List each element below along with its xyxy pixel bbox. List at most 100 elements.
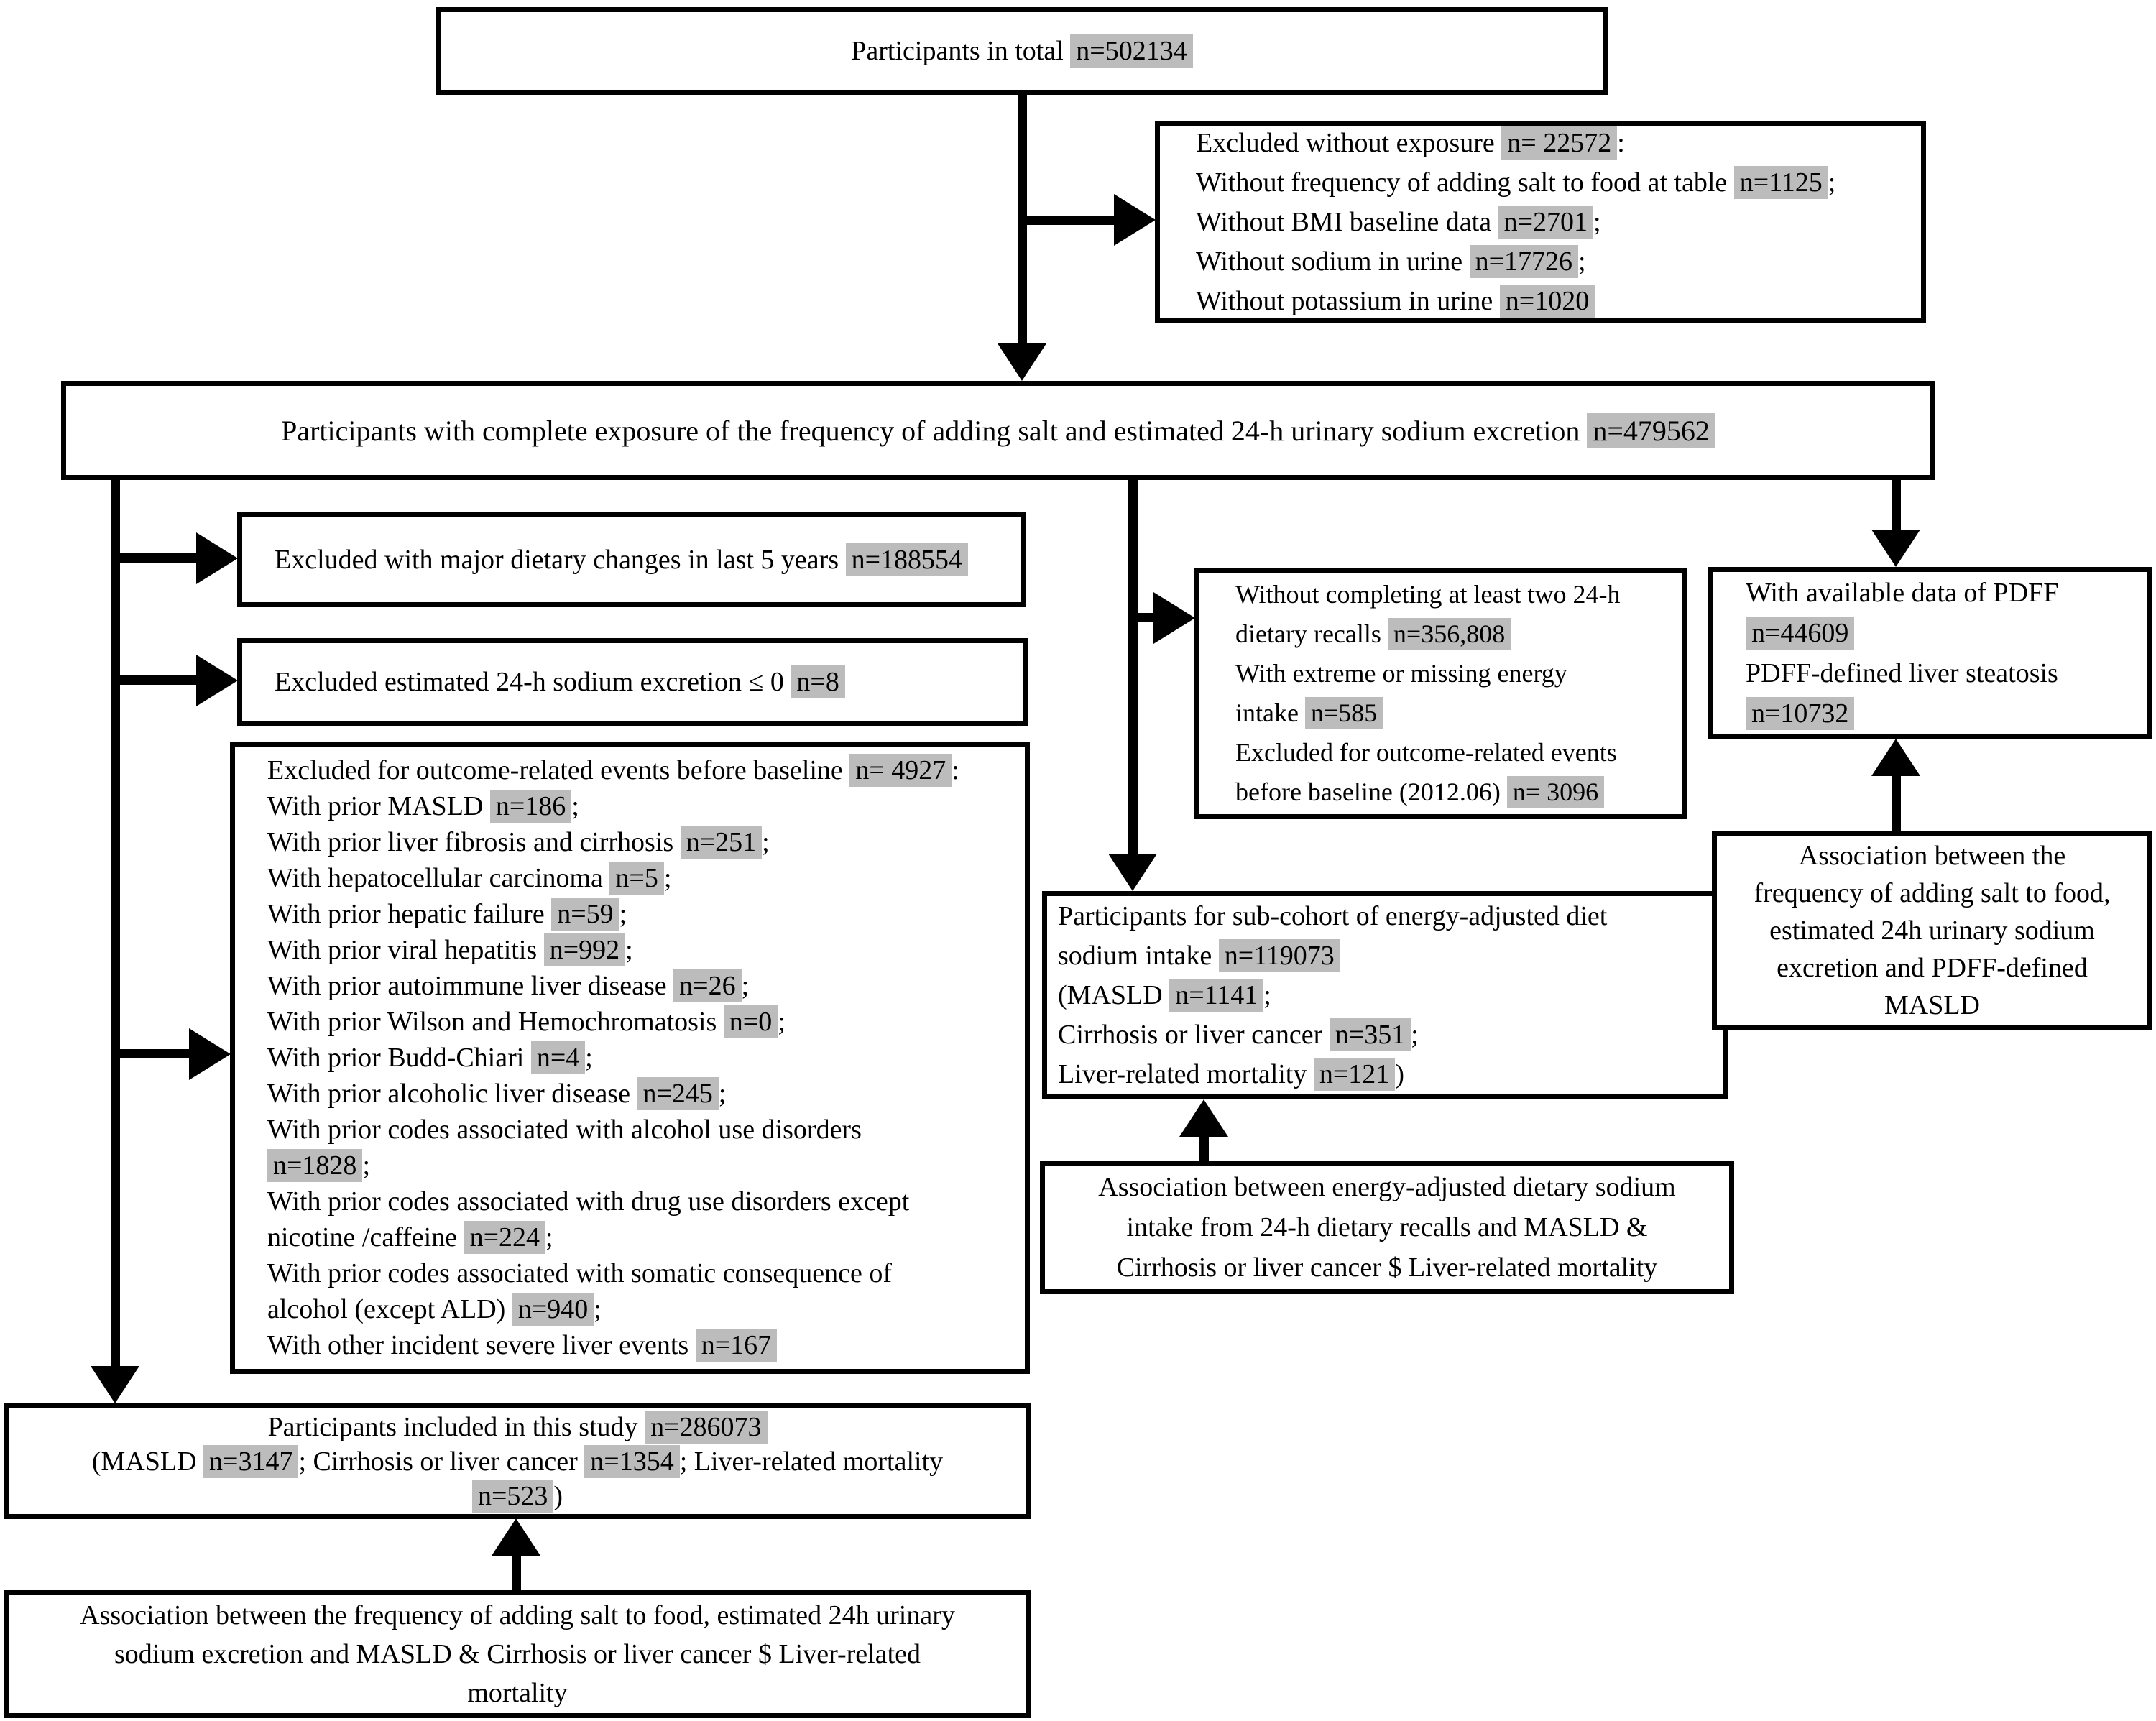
text-segment: Without potassium in urine <box>1196 285 1500 316</box>
text-segment: ; <box>1411 1019 1419 1050</box>
n-value: n= 3096 <box>1506 776 1605 808</box>
text-segment: With prior Budd-Chiari <box>267 1043 531 1073</box>
text-segment: ; <box>619 899 627 929</box>
box-line: Excluded without exposure n= 22572: <box>1196 124 1921 163</box>
text-segment: Cirrhosis or liver cancer $ Liver-relate… <box>1116 1252 1658 1283</box>
n-value: n=351 <box>1329 1018 1411 1051</box>
box-association-energy: Association between energy-adjusted diet… <box>1040 1161 1734 1294</box>
arrowhead-right-dietary <box>196 532 238 584</box>
box-line: (MASLD n=1141; <box>1058 976 1723 1015</box>
box-line: With prior codes associated with somatic… <box>267 1255 1025 1291</box>
text-segment: nicotine /caffeine <box>267 1222 464 1252</box>
box-line: With prior viral hepatitis n=992; <box>267 932 1025 968</box>
n-value: n=188554 <box>845 543 969 576</box>
text-segment: Participants with complete exposure of t… <box>281 414 1588 447</box>
text-segment: Participants for sub-cohort of energy-ad… <box>1058 900 1608 931</box>
arrowhead-down-subcohort <box>1108 854 1157 891</box>
text-segment: PDFF-defined liver steatosis <box>1746 658 2058 688</box>
box-line: With other incident severe liver events … <box>267 1327 1025 1363</box>
box-line: Association between the <box>1717 837 2147 875</box>
n-value: n=479562 <box>1587 412 1715 448</box>
text-segment: ; <box>625 935 633 965</box>
box-line: Cirrhosis or liver cancer n=351; <box>1058 1015 1723 1055</box>
n-value: n=1141 <box>1169 978 1264 1012</box>
connector-complete-to-pdff <box>1892 474 1901 531</box>
text-segment: With prior MASLD <box>267 791 490 821</box>
box-line: With prior autoimmune liver disease n=26… <box>267 968 1025 1004</box>
text-segment: With prior codes associated with somatic… <box>267 1258 893 1288</box>
n-value: n=119073 <box>1218 938 1340 972</box>
box-line: Liver-related mortality n=121) <box>1058 1055 1723 1094</box>
arrowhead-right-exposure <box>1114 194 1156 246</box>
box-line: Without BMI baseline data n=2701; <box>1196 203 1921 242</box>
text-segment: : <box>1617 127 1625 158</box>
box-line: With prior codes associated with drug us… <box>267 1184 1025 1219</box>
n-value: n=1828 <box>267 1149 363 1182</box>
arrowhead-up-subcohort <box>1179 1099 1228 1137</box>
box-participants-included: Participants included in this study n=28… <box>4 1403 1031 1519</box>
box-excluded-outcome-events: Excluded for outcome-related events befo… <box>230 742 1030 1374</box>
text-segment: With prior alcoholic liver disease <box>267 1079 637 1109</box>
arrowhead-right-outcome <box>189 1028 231 1080</box>
n-value: n=5 <box>609 862 664 895</box>
connector-branch-outcome <box>115 1049 190 1058</box>
text-segment: With prior autoimmune liver disease <box>267 971 674 1001</box>
text-segment: excretion and PDFF-defined <box>1777 953 2088 983</box>
box-participants-total: Participants in total n=502134 <box>436 7 1608 95</box>
text-segment: ; <box>362 1150 370 1181</box>
box-excluded-dietary-changes: Excluded with major dietary changes in l… <box>237 512 1026 607</box>
text-segment: With prior codes associated with drug us… <box>267 1186 910 1217</box>
box-line: intake n=585 <box>1235 693 1682 733</box>
n-value: n=0 <box>723 1005 778 1038</box>
text-segment: With other incident severe liver events <box>267 1330 696 1360</box>
text-segment: Without sodium in urine <box>1196 246 1470 277</box>
text-segment: ; <box>663 863 672 893</box>
box-line: Association between the frequency of add… <box>9 1596 1026 1635</box>
text-segment: Without frequency of adding salt to food… <box>1196 167 1734 198</box>
box-line: (MASLD n=3147; Cirrhosis or liver cancer… <box>9 1444 1026 1479</box>
text-segment: ; <box>1828 167 1836 198</box>
text-segment: With prior liver fibrosis and cirrhosis <box>267 827 681 857</box>
box-line: before baseline (2012.06) n= 3096 <box>1235 772 1682 812</box>
text-segment: Association between the <box>1798 841 2066 871</box>
connector-branch-dietary <box>115 553 198 563</box>
text-segment: Participants in total <box>851 36 1071 66</box>
box-line: n=10732 <box>1746 693 2147 734</box>
arrowhead-up-included <box>492 1518 540 1556</box>
box-line: nicotine /caffeine n=224; <box>267 1219 1025 1255</box>
box-line: Participants included in this study n=28… <box>9 1410 1026 1444</box>
n-value: n=17726 <box>1469 244 1578 278</box>
connector-complete-to-included <box>111 474 120 1367</box>
box-line: n=523) <box>9 1479 1026 1513</box>
box-line: Without sodium in urine n=17726; <box>1196 242 1921 282</box>
n-value: n=2701 <box>1498 205 1594 239</box>
box-line: With prior codes associated with alcohol… <box>267 1112 1025 1148</box>
box-line: Excluded estimated 24-h sodium excretion… <box>275 665 1023 698</box>
connector-assocpdff-to-pdff <box>1892 775 1901 832</box>
n-value: n=251 <box>680 826 763 859</box>
text-segment: Without BMI baseline data <box>1196 206 1498 237</box>
text-segment: Excluded estimated 24-h sodium excretion… <box>275 667 791 697</box>
text-segment: With hepatocellular carcinoma <box>267 863 610 893</box>
n-value: n=8 <box>791 665 845 698</box>
box-line: excretion and PDFF-defined <box>1717 949 2147 987</box>
text-segment: ; <box>741 971 750 1001</box>
box-line: n=1828; <box>267 1148 1025 1184</box>
n-value: n=121 <box>1313 1057 1396 1091</box>
n-value: n=286073 <box>645 1410 768 1444</box>
text-segment: ; <box>571 791 579 821</box>
box-line: sodium intake n=119073 <box>1058 936 1723 976</box>
text-segment: ; <box>1578 246 1586 277</box>
box-line: intake from 24-h dietary recalls and MAS… <box>1045 1207 1729 1247</box>
text-segment: (MASLD <box>1058 979 1170 1010</box>
text-segment: ; Liver-related mortality <box>679 1446 944 1477</box>
box-line: Without frequency of adding salt to food… <box>1196 163 1921 203</box>
connector-assocenergy-to-subcohort <box>1199 1135 1209 1161</box>
text-segment: ; <box>762 827 770 857</box>
text-segment: MASLD <box>1884 990 1981 1020</box>
box-line: With prior Budd-Chiari n=4; <box>267 1040 1025 1076</box>
n-value: n=245 <box>637 1077 719 1110</box>
